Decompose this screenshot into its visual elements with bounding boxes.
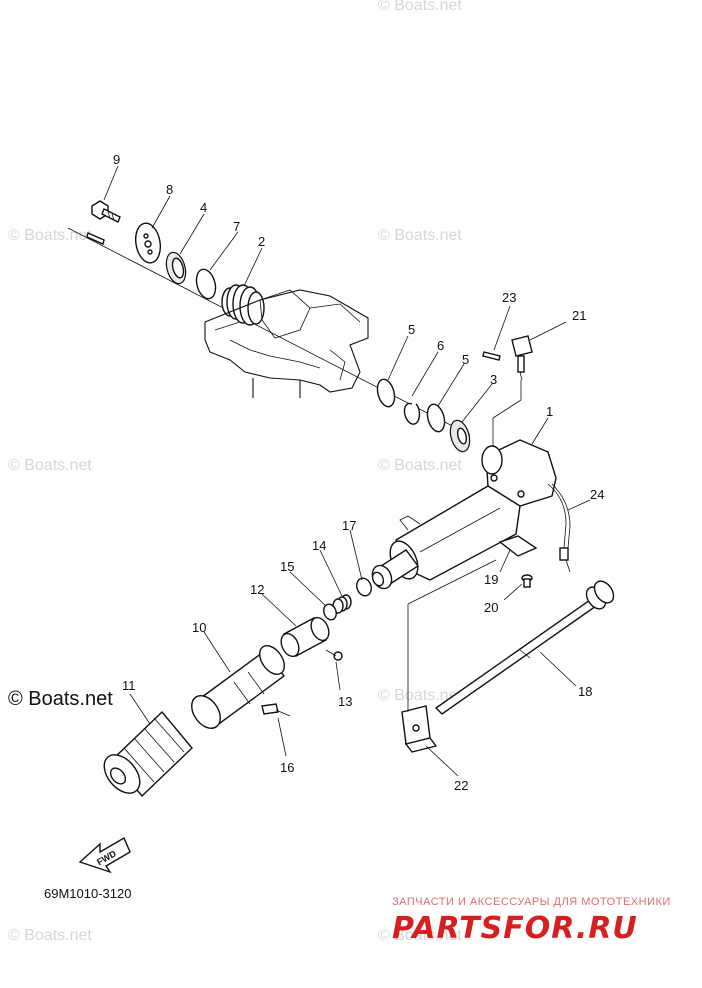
- callout-16: 16: [280, 760, 294, 775]
- watermark-text: © Boats.net: [378, 927, 462, 944]
- watermark-text: © Boats.net: [378, 687, 462, 704]
- part-12-collar: [280, 616, 330, 658]
- part-7-o-ring: [195, 268, 217, 300]
- callout-18: 18: [578, 684, 592, 699]
- part-5-washer: [376, 378, 396, 408]
- callout-8: 8: [166, 182, 173, 197]
- part-10-grip-sleeve: [191, 644, 286, 729]
- callout-5: 5: [462, 352, 469, 367]
- part-5-washer: [426, 403, 446, 433]
- callout-21: 21: [572, 308, 586, 323]
- callout-15: 15: [280, 559, 294, 574]
- callout-23: 23: [502, 290, 516, 305]
- partsfor-tagline: ЗАПЧАСТИ И АКСЕССУАРЫ ДЛЯ МОТОТЕХНИКИ: [392, 896, 671, 908]
- part-23-pin: [482, 351, 501, 361]
- cable-end: [86, 232, 105, 245]
- callout-3: 3: [490, 372, 497, 387]
- callout-24: 24: [590, 487, 604, 502]
- callout-14: 14: [312, 538, 326, 553]
- shaft-axis-line: [67, 227, 471, 436]
- part-21-fitting: [511, 335, 533, 381]
- callout-19: 19: [484, 572, 498, 587]
- part-16-screw: [261, 703, 291, 717]
- watermark-text: © Boats.net: [8, 227, 92, 244]
- engine-housing: [204, 289, 369, 398]
- part-19-bracket: [498, 535, 538, 557]
- callout-13: 13: [338, 694, 352, 709]
- part-11-throttle-grip: [103, 710, 193, 798]
- leader-line: [492, 399, 522, 419]
- part-17-bushing: [356, 577, 372, 597]
- partsfor-logo: PARTSFOR.RU: [392, 911, 638, 946]
- callout-labels: 9 8 4 7 2 5 6 5 3 1 23 21 24 19 20 17 14…: [113, 152, 604, 793]
- faint-watermarks: © Boats.net © Boats.net © Boats.net © Bo…: [8, 0, 462, 944]
- callout-1: 1: [546, 404, 553, 419]
- callout-4: 4: [200, 200, 207, 215]
- part-1-front-cylinder: [371, 540, 420, 590]
- part-8-plate: [134, 222, 162, 264]
- leader-line: [407, 559, 497, 605]
- part-24-cable: [547, 483, 571, 573]
- part-15-washer: [323, 603, 337, 621]
- fwd-arrow-icon: FWD: [78, 836, 131, 874]
- callout-12: 12: [250, 582, 264, 597]
- callout-22: 22: [454, 778, 468, 793]
- watermark-text: © Boats.net: [8, 457, 92, 474]
- diagram-code: 69M1010-3120: [44, 886, 131, 901]
- callout-5: 5: [408, 322, 415, 337]
- part-20-screw: [521, 574, 533, 588]
- callout-7: 7: [233, 219, 240, 234]
- watermark-text: © Boats.net: [378, 457, 462, 474]
- part-6-circlip: [403, 402, 421, 425]
- partsfor-branding: ЗАПЧАСТИ И АКСЕССУАРЫ ДЛЯ МОТОТЕХНИКИ PA…: [392, 896, 671, 946]
- part-3-washer-hole: [456, 427, 468, 445]
- callout-20: 20: [484, 600, 498, 615]
- part-22-clamp: [401, 705, 438, 753]
- part-18-shaft: [434, 580, 615, 715]
- watermark-text: © Boats.net: [378, 227, 462, 244]
- callout-9: 9: [113, 152, 120, 167]
- part-1-tiller-body: [395, 439, 557, 581]
- callout-leaders: [103, 165, 591, 777]
- callout-10: 10: [192, 620, 206, 635]
- watermark-text: © Boats.net: [8, 927, 92, 944]
- part-13-screw: [325, 649, 343, 661]
- part-4-washer-hole: [171, 257, 185, 279]
- callout-11: 11: [122, 678, 136, 693]
- part-9-bolt: [91, 200, 121, 223]
- watermark-bold: © Boats.net: [8, 688, 113, 710]
- callout-17: 17: [342, 518, 356, 533]
- callout-2: 2: [258, 234, 265, 249]
- callout-6: 6: [437, 338, 444, 353]
- part-2-grommet: [221, 284, 265, 326]
- watermark-text: © Boats.net: [378, 0, 462, 14]
